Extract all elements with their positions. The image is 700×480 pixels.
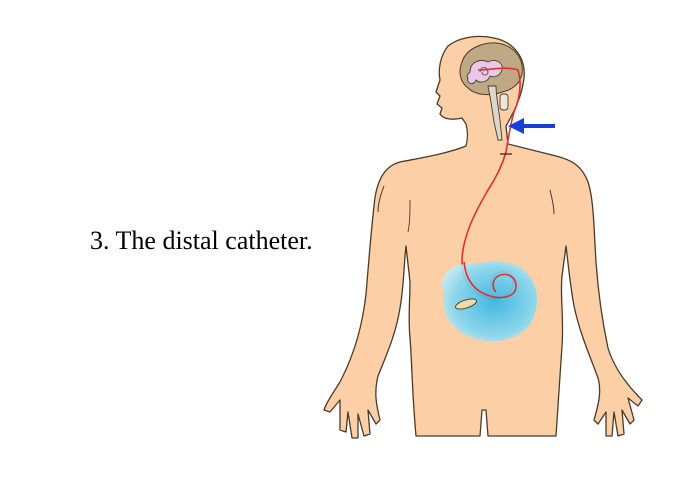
- pointer-arrow: [508, 118, 555, 134]
- left-arm-inner-contour: [377, 185, 385, 213]
- catheter-spiral: [463, 261, 517, 299]
- right-arm-inner-contour: [549, 189, 555, 215]
- caption-text: 3. The distal catheter.: [90, 226, 313, 255]
- brainstem: [487, 85, 503, 141]
- left-chest-contour: [407, 199, 411, 233]
- body-silhouette: [323, 35, 643, 439]
- shunt-valve: [499, 93, 509, 111]
- catheter-tip: [455, 298, 477, 310]
- peritoneal-cavity: [442, 261, 538, 342]
- ventricle-swirl: [479, 67, 489, 76]
- ventricle: [466, 59, 503, 85]
